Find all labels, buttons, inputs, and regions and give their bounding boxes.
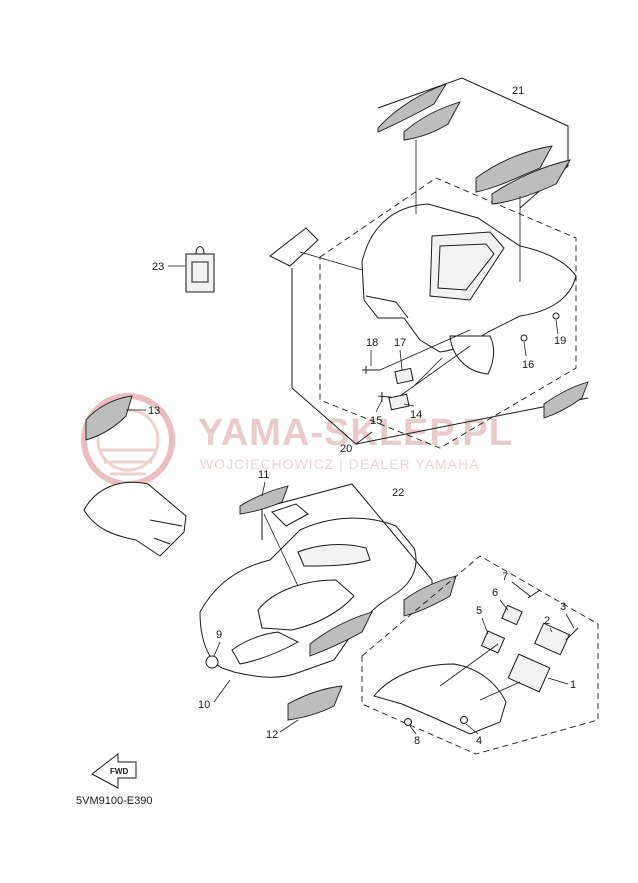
front-group bbox=[83, 395, 599, 755]
callout-14: 14 bbox=[410, 409, 422, 421]
callout-2: 2 bbox=[544, 615, 550, 627]
rear-side-decal bbox=[543, 381, 589, 419]
callout-20: 20 bbox=[340, 443, 352, 455]
leader-9 bbox=[213, 641, 221, 657]
decal-11 bbox=[239, 485, 289, 515]
callout-5: 5 bbox=[476, 605, 482, 617]
headlight-cover-detail bbox=[149, 519, 183, 545]
storage-box-inner bbox=[437, 243, 495, 291]
front-side-decal-right bbox=[403, 575, 457, 617]
holder-6 bbox=[501, 604, 523, 626]
callout-3: 3 bbox=[560, 601, 566, 613]
leader-4 bbox=[465, 723, 479, 735]
leader-1 bbox=[547, 677, 569, 685]
fwd-arrow-icon: FWD bbox=[91, 752, 137, 789]
diagram-code: 5VM9100-E390 bbox=[76, 795, 152, 807]
assembly-20-frame bbox=[291, 268, 589, 445]
callout-21: 21 bbox=[512, 85, 524, 97]
rear-fender-edge bbox=[365, 295, 409, 319]
callouts: 21 23 18 17 19 16 15 14 20 13 11 22 9 10… bbox=[126, 85, 576, 747]
callout-22: 22 bbox=[392, 487, 404, 499]
rear-leaders bbox=[379, 329, 471, 397]
plate-14 bbox=[388, 393, 410, 411]
front-panel bbox=[373, 663, 507, 735]
label-tag-23-inner bbox=[191, 261, 209, 283]
leader-5 bbox=[481, 617, 489, 635]
watermark-title: YAMA-SKLEP.PL bbox=[198, 412, 513, 454]
leader-7 bbox=[511, 581, 531, 597]
front-fender-panel bbox=[257, 579, 355, 631]
leader-11 bbox=[261, 481, 266, 497]
decal-13 bbox=[85, 395, 133, 441]
rear-flap bbox=[269, 227, 319, 267]
callout-10: 10 bbox=[198, 699, 210, 711]
leader-8 bbox=[409, 725, 417, 735]
headlight-cover bbox=[83, 481, 187, 557]
callout-8: 8 bbox=[414, 735, 420, 747]
callout-6: 6 bbox=[492, 587, 498, 599]
screws-3-7 bbox=[527, 589, 579, 641]
leader-12 bbox=[279, 719, 299, 733]
watermark-subtitle: WOJCIECHOWICZ | DEALER YAMAHA bbox=[200, 456, 479, 472]
leader-15 bbox=[375, 399, 383, 413]
bolt-16 bbox=[520, 334, 528, 342]
front-side-decal-left bbox=[309, 611, 373, 657]
front-fender-tab bbox=[271, 503, 309, 527]
callout-19: 19 bbox=[554, 335, 566, 347]
leader-20 bbox=[355, 431, 373, 445]
callout-23: 23 bbox=[152, 261, 164, 273]
rear-decal-right-lower bbox=[491, 159, 571, 205]
callout-7: 7 bbox=[502, 571, 508, 583]
front-panel-leaders bbox=[439, 643, 521, 701]
front-fender-lower-panel bbox=[231, 631, 300, 665]
rear-fender-storage-box bbox=[429, 231, 505, 301]
grille-2 bbox=[534, 622, 570, 656]
rear-decal-left-lower bbox=[403, 101, 461, 141]
callout-4: 4 bbox=[476, 735, 482, 747]
rear-decal-right-upper bbox=[475, 145, 553, 193]
rear-decal-left-upper bbox=[377, 83, 448, 133]
callout-15: 15 bbox=[370, 415, 382, 427]
fwd-label: FWD bbox=[110, 767, 128, 776]
label-tag-23 bbox=[185, 253, 215, 293]
grille-1 bbox=[507, 653, 551, 693]
screw-18 bbox=[362, 366, 380, 374]
leader-3 bbox=[565, 613, 575, 629]
leader-10 bbox=[213, 679, 231, 703]
front-panel-assembly-outline bbox=[361, 555, 599, 755]
rear-fender-group bbox=[185, 77, 589, 449]
leader-19 bbox=[555, 319, 559, 335]
front-fender bbox=[199, 517, 417, 678]
bolt-4 bbox=[460, 716, 468, 724]
leader-14 bbox=[403, 403, 415, 407]
rear-fender-mudguard bbox=[449, 335, 495, 375]
callout-1: 1 bbox=[570, 679, 576, 691]
decal-12 bbox=[287, 685, 343, 721]
callout-13: 13 bbox=[148, 405, 160, 417]
callout-16: 16 bbox=[522, 359, 534, 371]
callout-11: 11 bbox=[258, 469, 269, 481]
leader-6 bbox=[499, 599, 509, 611]
grommet-9 bbox=[205, 655, 219, 669]
rear-fender-assembly-outline bbox=[319, 177, 577, 449]
flap-leader bbox=[299, 251, 363, 271]
bolt-8 bbox=[404, 718, 412, 726]
leader-2 bbox=[549, 627, 553, 633]
watermark: YAMA-SKLEP.PL WOJCIECHOWICZ | DEALER YAM… bbox=[81, 393, 513, 487]
leader-16 bbox=[523, 341, 527, 357]
front-fender-cap bbox=[297, 544, 371, 567]
holder-5 bbox=[480, 630, 506, 654]
leader-17 bbox=[399, 349, 403, 371]
label-tag-23-hook bbox=[195, 246, 205, 255]
callout-18: 18 bbox=[366, 337, 378, 349]
bolt-19 bbox=[552, 312, 560, 320]
callout-12: 12 bbox=[266, 729, 278, 741]
callout-17: 17 bbox=[394, 337, 406, 349]
callout-9: 9 bbox=[216, 629, 222, 641]
reflector-17 bbox=[394, 367, 414, 385]
decal-11-leader bbox=[263, 513, 299, 587]
